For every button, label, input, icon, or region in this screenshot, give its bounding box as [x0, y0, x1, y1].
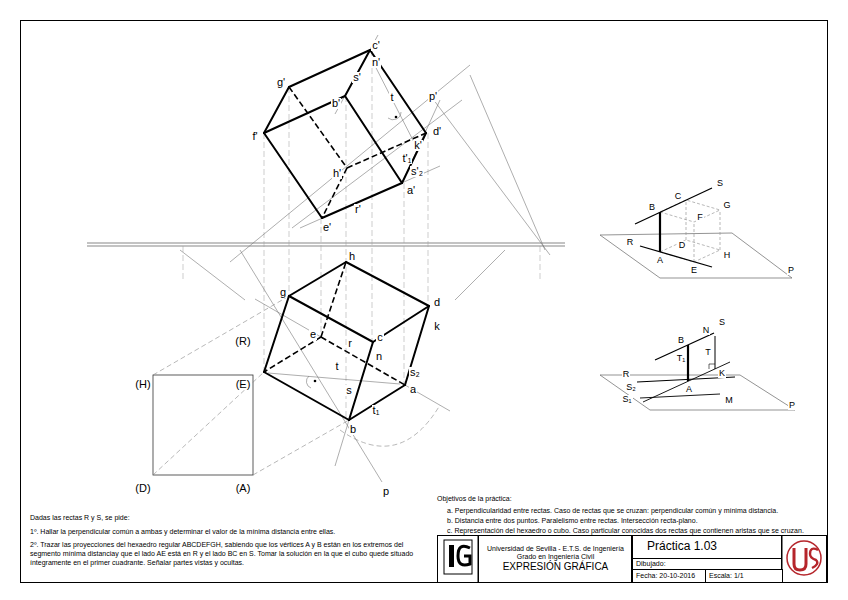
point-label: b': [331, 98, 341, 109]
inset-cube-sketch: [600, 188, 792, 278]
statement-text: 1º. Hallar la perpendicular común a amba…: [30, 528, 335, 537]
title-block-text: EXPRESIÓN GRÁFICA: [503, 561, 609, 573]
point-label: s₂: [409, 367, 421, 378]
inset-label: R: [622, 370, 631, 379]
recall-lines: [183, 50, 540, 420]
point-label: (A): [235, 483, 252, 494]
title-block-cell: Universidad de Sevilla - E.T.S. de Ingen…: [478, 535, 632, 583]
cube-plan-hidden: [264, 262, 405, 385]
point-label: c': [371, 40, 381, 51]
point-label: s: [345, 385, 353, 396]
point-label: f': [251, 131, 258, 142]
point-label: t: [389, 92, 394, 103]
point-label: n: [375, 351, 383, 362]
inset-label: M: [724, 396, 734, 405]
point-label: s'₂: [410, 166, 424, 177]
cube-elevation-hidden: [289, 87, 426, 218]
point-label: s': [352, 72, 362, 83]
rotated-face: [153, 375, 253, 475]
point-label: c: [376, 332, 384, 343]
point-label: (H): [134, 379, 151, 390]
point-label: e': [322, 222, 332, 233]
point-label: t'₁: [402, 153, 413, 164]
title-block-text: Grado en Ingeniería Civil: [517, 553, 594, 561]
title-block-cell: Escala: 1/1: [705, 569, 783, 583]
title-block-cell: Práctica 1.03: [632, 535, 782, 559]
inset-label: P: [787, 266, 795, 275]
department-logo: [444, 540, 472, 574]
point-label: (D): [134, 483, 151, 494]
statement-text: a. Perpendicularidad entre rectas. Caso …: [447, 507, 778, 516]
point-label: t₁: [372, 405, 381, 416]
inset-label: A: [656, 256, 664, 265]
point-label: n': [371, 57, 381, 68]
inset-label: E: [690, 266, 698, 275]
inset-label: P: [788, 401, 796, 410]
point-label: p: [382, 486, 390, 497]
inset-label: T₁: [676, 354, 687, 363]
construction-lines: [180, 35, 550, 482]
inset-label: S₁: [621, 395, 632, 404]
point-label: g': [276, 77, 286, 88]
inset-label: A: [685, 385, 693, 394]
inset-label: K: [718, 369, 726, 378]
inset-label: C: [674, 192, 683, 201]
title-block-frame: [438, 536, 827, 583]
inset-label: N: [702, 326, 711, 335]
sheet-frame: [21, 21, 828, 583]
inset-label: D: [678, 241, 687, 250]
point-label: (R): [234, 336, 251, 347]
inset-label: R: [626, 238, 635, 247]
inset-perpendicular-sketch: [600, 333, 795, 410]
rotation-lines: [153, 296, 440, 475]
title-block-text: Escala: 1/1: [709, 572, 744, 580]
point-label: d: [433, 297, 441, 308]
title-block-text: Fecha: 20-10-2016: [636, 572, 695, 580]
point-label: a: [409, 384, 417, 395]
point-label: d': [432, 126, 442, 137]
objectives-heading: Objetivos de la práctica:: [437, 495, 512, 504]
point-label: b: [349, 424, 357, 435]
point-label: t: [334, 361, 339, 372]
point-label: k: [433, 321, 441, 332]
point-label: a': [406, 185, 416, 196]
inset-label: T: [704, 348, 712, 357]
point-label: p': [428, 91, 438, 102]
title-block-text: Universidad de Sevilla - E.T.S. de Ingen…: [487, 545, 624, 553]
statement-text: 2º. Trazar las proyecciones del hexaedro…: [30, 541, 430, 567]
inset-label: S: [716, 179, 724, 188]
inset-label: S: [718, 318, 726, 327]
point-label: e: [309, 329, 317, 340]
point-label: h: [348, 251, 356, 262]
statement-text: Dadas las rectas R y S, se pide:: [30, 514, 130, 523]
point-label: r': [354, 204, 362, 215]
title-block-text: Práctica 1.03: [647, 540, 717, 554]
point-label: (E): [235, 379, 252, 390]
cube-plan-visible: [264, 262, 429, 420]
statement-text: b. Distancia entre dos puntos. Paralelis…: [447, 517, 698, 526]
ground-line: [87, 243, 565, 246]
point-label: g: [279, 287, 287, 298]
inset-label: B: [648, 203, 656, 212]
inset-label: B: [677, 336, 685, 345]
point-label: h': [332, 168, 342, 179]
inset-label: F: [696, 213, 704, 222]
inset-label: H: [723, 251, 732, 260]
point-label: k': [413, 140, 423, 151]
inset-label: G: [722, 201, 731, 210]
cube-elevation-visible: [264, 50, 426, 218]
university-logo: [787, 541, 821, 575]
point-label: r: [347, 338, 353, 349]
title-block-text: Dibujado:: [636, 560, 666, 568]
title-block-cell: Fecha: 20-10-2016: [632, 569, 706, 583]
inset-label: S₂: [625, 383, 637, 392]
